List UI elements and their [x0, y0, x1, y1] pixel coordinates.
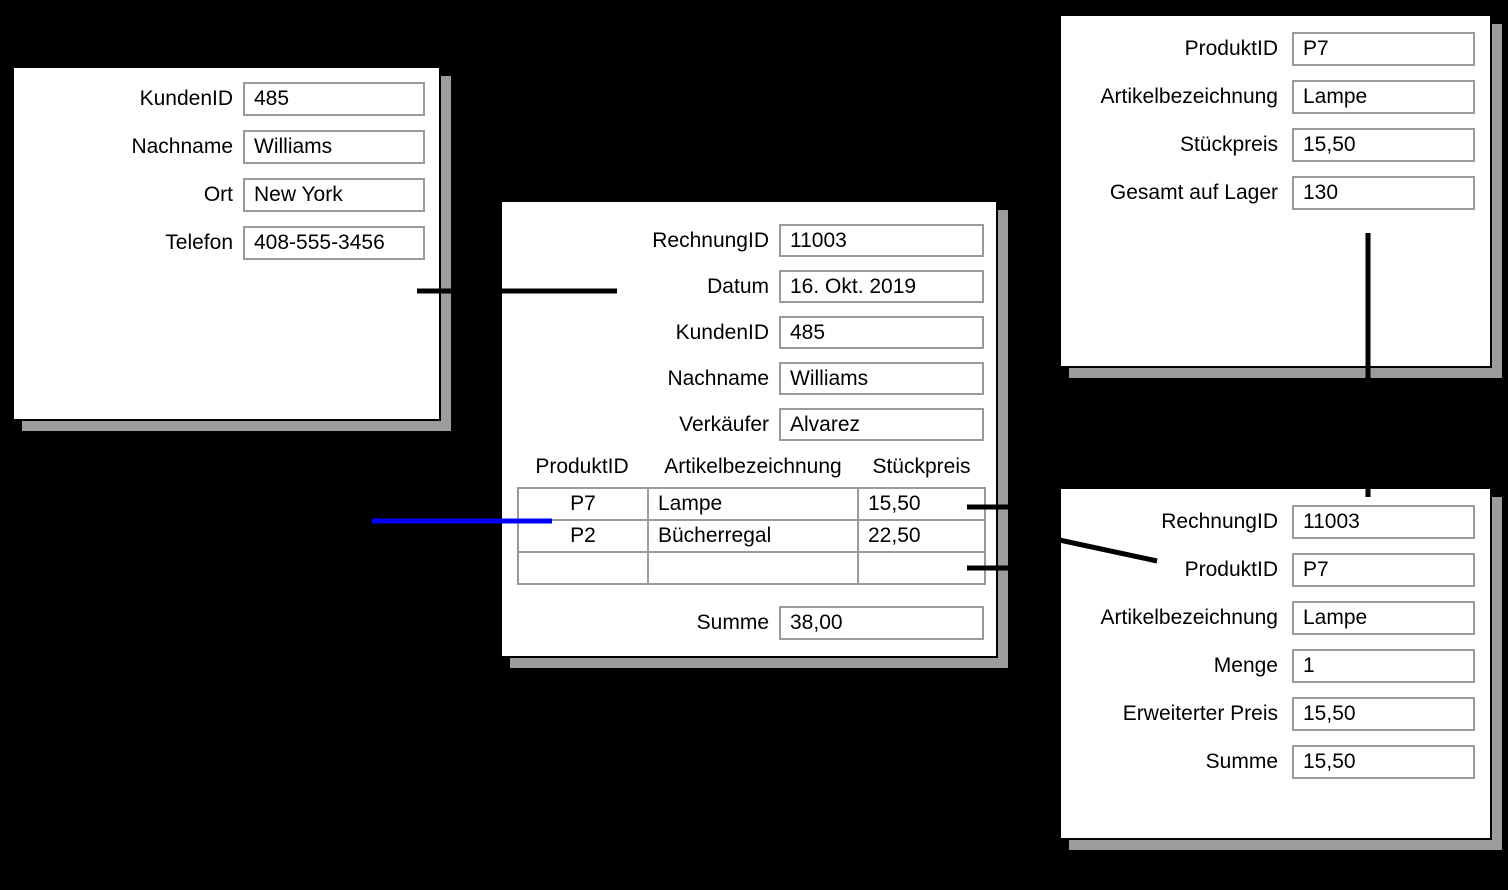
item-artikelbezeichnung-cell[interactable] — [647, 551, 859, 585]
field-row: RechnungID 11003 — [1061, 505, 1490, 539]
table-row: P7 Lampe 15,50 — [517, 487, 986, 521]
field-row: Artikelbezeichnung Lampe — [1061, 601, 1490, 635]
product-stueckpreis-field[interactable]: 15,50 — [1292, 128, 1475, 162]
item-produktid-cell[interactable]: P7 — [517, 487, 649, 521]
invoice-total-row: Summe 38,00 — [502, 606, 996, 640]
column-header-produktid: ProduktID — [535, 455, 629, 478]
lineitem-erweiterter-preis-field[interactable]: 15,50 — [1292, 697, 1475, 731]
field-label: KundenID — [675, 320, 769, 344]
item-artikelbezeichnung-cell[interactable]: Lampe — [647, 487, 859, 521]
field-row: Menge 1 — [1061, 649, 1490, 683]
field-label: Summe — [1205, 750, 1278, 773]
customer-ort-field[interactable]: New York — [243, 178, 425, 212]
invoice-items-table: P7 Lampe 15,50 P2 Bücherregal 22,50 — [517, 487, 986, 585]
line-item-fields: RechnungID 11003 ProduktID P7 Artikelbez… — [1061, 489, 1490, 779]
field-row: Telefon 408-555-3456 — [14, 226, 439, 260]
field-row: Datum 16. Okt. 2019 — [502, 270, 996, 303]
customer-form-card: KundenID 485 Nachname Williams Ort New Y… — [12, 66, 441, 421]
customer-nachname-field[interactable]: Williams — [243, 130, 425, 164]
field-label: Verkäufer — [679, 412, 769, 436]
table-row: P2 Bücherregal 22,50 — [517, 519, 986, 553]
product-artikelbezeichnung-field[interactable]: Lampe — [1292, 80, 1475, 114]
item-stueckpreis-cell[interactable] — [857, 551, 986, 585]
lineitem-summe-field[interactable]: 15,50 — [1292, 745, 1475, 779]
column-header-stueckpreis: Stückpreis — [872, 455, 971, 478]
item-produktid-cell[interactable]: P2 — [517, 519, 649, 553]
invoice-summe-field[interactable]: 38,00 — [779, 606, 984, 640]
field-label: Telefon — [165, 231, 233, 254]
invoice-kundenid-field[interactable]: 485 — [779, 316, 984, 349]
field-row: Stückpreis 15,50 — [1061, 128, 1490, 162]
field-label: Stückpreis — [1179, 133, 1278, 156]
item-stueckpreis-cell[interactable]: 15,50 — [857, 487, 986, 521]
lineitem-rechnungid-field[interactable]: 11003 — [1292, 505, 1475, 539]
item-stueckpreis-cell[interactable]: 22,50 — [857, 519, 986, 553]
field-label: Artikelbezeichnung — [1100, 606, 1278, 629]
product-gesamt-auf-lager-field[interactable]: 130 — [1292, 176, 1475, 210]
item-artikelbezeichnung-cell[interactable]: Bücherregal — [647, 519, 859, 553]
invoice-form-card: RechnungID 11003 Datum 16. Okt. 2019 Kun… — [500, 200, 998, 658]
field-row: Gesamt auf Lager 130 — [1061, 176, 1490, 210]
lineitem-menge-field[interactable]: 1 — [1292, 649, 1475, 683]
field-row: ProduktID P7 — [1061, 32, 1490, 66]
field-row: Nachname Williams — [14, 130, 439, 164]
field-label: Artikelbezeichnung — [1100, 85, 1278, 108]
table-row-empty — [517, 551, 986, 585]
field-row: Erweiterter Preis 15,50 — [1061, 697, 1490, 731]
field-label: ProduktID — [1184, 558, 1278, 581]
field-row: Ort New York — [14, 178, 439, 212]
column-header-artikelbezeichnung: Artikelbezeichnung — [664, 455, 842, 478]
field-label: RechnungID — [1161, 510, 1278, 533]
product-form-card: ProduktID P7 Artikelbezeichnung Lampe St… — [1059, 14, 1492, 368]
field-label: Ort — [203, 183, 233, 206]
items-table-header: ProduktID Artikelbezeichnung Stückpreis — [517, 455, 984, 479]
field-label: Summe — [696, 611, 769, 634]
field-label: Nachname — [667, 366, 769, 390]
invoice-rechnungid-field[interactable]: 11003 — [779, 224, 984, 257]
invoice-nachname-field[interactable]: Williams — [779, 362, 984, 395]
product-produktid-field[interactable]: P7 — [1292, 32, 1475, 66]
field-label: Datum — [707, 274, 769, 298]
field-row: KundenID 485 — [502, 316, 996, 349]
invoice-line-item-card: RechnungID 11003 ProduktID P7 Artikelbez… — [1059, 487, 1492, 840]
field-label: KundenID — [139, 87, 233, 110]
field-label: ProduktID — [1184, 37, 1278, 60]
customer-kundenid-field[interactable]: 485 — [243, 82, 425, 116]
lineitem-produktid-field[interactable]: P7 — [1292, 553, 1475, 587]
field-label: Nachname — [131, 135, 233, 158]
field-row: RechnungID 11003 — [502, 224, 996, 257]
field-label: Erweiterter Preis — [1122, 702, 1278, 725]
field-label: Gesamt auf Lager — [1109, 181, 1278, 204]
field-label: RechnungID — [652, 228, 769, 252]
item-produktid-cell[interactable] — [517, 551, 649, 585]
lineitem-artikelbezeichnung-field[interactable]: Lampe — [1292, 601, 1475, 635]
field-row: Nachname Williams — [502, 362, 996, 395]
field-row: KundenID 485 — [14, 82, 439, 116]
customer-fields: KundenID 485 Nachname Williams Ort New Y… — [14, 68, 439, 260]
customer-telefon-field[interactable]: 408-555-3456 — [243, 226, 425, 260]
product-fields: ProduktID P7 Artikelbezeichnung Lampe St… — [1061, 16, 1490, 210]
field-row: Artikelbezeichnung Lampe — [1061, 80, 1490, 114]
invoice-fields: RechnungID 11003 Datum 16. Okt. 2019 Kun… — [502, 202, 996, 441]
invoice-verkaeufer-field[interactable]: Alvarez — [779, 408, 984, 441]
field-row: Verkäufer Alvarez — [502, 408, 996, 441]
field-label: Menge — [1213, 654, 1278, 677]
field-row: ProduktID P7 — [1061, 553, 1490, 587]
invoice-datum-field[interactable]: 16. Okt. 2019 — [779, 270, 984, 303]
field-row: Summe 15,50 — [1061, 745, 1490, 779]
